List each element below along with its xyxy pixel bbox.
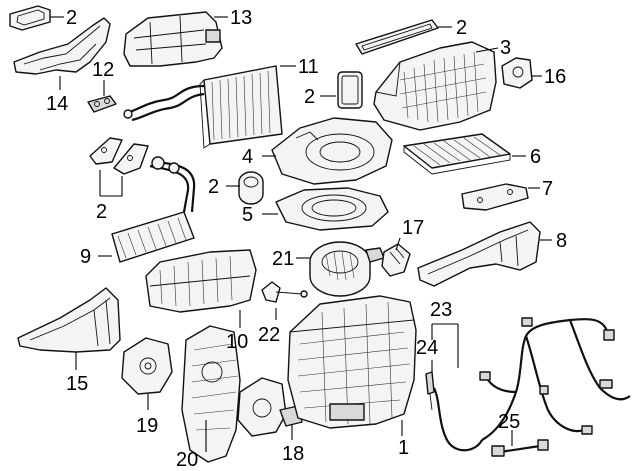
- callout-19: 19: [136, 415, 158, 437]
- actuator-16: [501, 57, 533, 89]
- wire-harness-23: [432, 317, 631, 452]
- duct-14: [13, 17, 111, 75]
- actuator-18: [237, 377, 303, 437]
- main-housing-1: [287, 295, 417, 429]
- cabin-filter-6: [403, 133, 511, 175]
- callout-3: 3: [500, 37, 511, 59]
- heater-core-9: [111, 156, 196, 263]
- callout-2-top-left: 2: [66, 7, 77, 29]
- callout-22: 22: [258, 324, 280, 346]
- gasket-top-left: [9, 5, 51, 31]
- callout-15: 15: [66, 373, 88, 395]
- clip-12: [87, 95, 117, 113]
- sensor-22: [261, 281, 308, 303]
- callout-21: 21: [272, 248, 294, 270]
- blower-upper-4: [271, 117, 393, 185]
- upper-case-13: [123, 11, 223, 67]
- actuator-19: [121, 337, 173, 395]
- callout-4: 4: [242, 146, 253, 168]
- callout-1: 1: [398, 437, 409, 459]
- callout-16: 16: [544, 66, 566, 88]
- callout-7: 7: [542, 178, 553, 200]
- side-duct-15: [17, 287, 121, 353]
- seal-2e: [238, 171, 264, 205]
- callout-9: 9: [80, 246, 91, 268]
- callout-14: 14: [46, 93, 68, 115]
- callout-12: 12: [92, 59, 114, 81]
- sensor-24: [425, 371, 435, 411]
- callout-10: 10: [226, 331, 248, 353]
- callout-2-gaskets-pair: 2: [96, 201, 107, 223]
- evaporator-core-11: [123, 65, 283, 149]
- callout-13: 13: [230, 7, 252, 29]
- leader-lines: [50, 16, 552, 452]
- blower-lower-5: [275, 187, 389, 231]
- callout-6: 6: [530, 146, 541, 168]
- gaskets-2d: [89, 137, 149, 175]
- blower-motor-21: [309, 241, 385, 297]
- callout-2-frame-gasket: 2: [304, 86, 315, 108]
- callout-8: 8: [556, 230, 567, 252]
- callout-11: 11: [298, 56, 319, 78]
- inlet-housing-3: [373, 41, 497, 131]
- lower-case-10: [145, 249, 257, 313]
- callout-18: 18: [282, 443, 304, 465]
- gasket-2b: [355, 19, 439, 55]
- harness-25: [491, 439, 549, 457]
- callout-20: 20: [176, 449, 198, 471]
- callout-17: 17: [402, 217, 424, 239]
- side-case-20: [181, 325, 241, 463]
- floor-duct-8: [417, 221, 541, 287]
- callout-labels: 2 13 2 3 12 11 2 16 14 4 6 2 2 7 5 17 9 …: [46, 7, 567, 471]
- callout-23: 23: [430, 299, 452, 321]
- callout-24: 24: [416, 337, 438, 359]
- callout-5: 5: [242, 204, 253, 226]
- callout-2-long-gasket: 2: [456, 17, 467, 39]
- gasket-2c: [337, 71, 363, 109]
- callout-2-seal: 2: [208, 176, 219, 198]
- callout-25: 25: [498, 411, 520, 433]
- bracket-7: [461, 183, 529, 211]
